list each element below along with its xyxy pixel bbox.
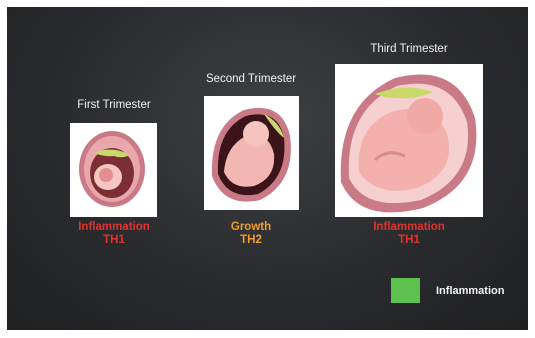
third-trimester-uterus-image: [335, 64, 483, 217]
third-trimester-illustration: [335, 64, 483, 217]
first-trimester-label-line1: Inflammation: [78, 221, 150, 234]
third-trimester-title: Third Trimester: [370, 43, 447, 55]
third-trimester-label-line2: TH1: [373, 234, 445, 247]
third-trimester-label: Inflammation TH1: [373, 221, 445, 247]
second-trimester-label-line1: Growth: [231, 221, 271, 234]
legend-swatch-inflammation: [391, 278, 420, 303]
first-trimester-uterus-image: [70, 123, 157, 217]
first-trimester-illustration: [70, 123, 157, 217]
first-trimester-label: Inflammation TH1: [78, 221, 150, 247]
second-trimester-label-line2: TH2: [231, 234, 271, 247]
second-trimester-label: Growth TH2: [231, 221, 271, 247]
first-trimester-label-line2: TH1: [78, 234, 150, 247]
legend-label-inflammation: Inflammation: [436, 285, 504, 297]
third-trimester-label-line1: Inflammation: [373, 221, 445, 234]
first-trimester-title: First Trimester: [77, 99, 150, 111]
second-trimester-title: Second Trimester: [206, 73, 296, 85]
second-trimester-illustration: [204, 96, 299, 210]
slide: First Trimester Inflammation TH1 Second …: [7, 7, 528, 330]
second-trimester-uterus-image: [204, 96, 299, 210]
